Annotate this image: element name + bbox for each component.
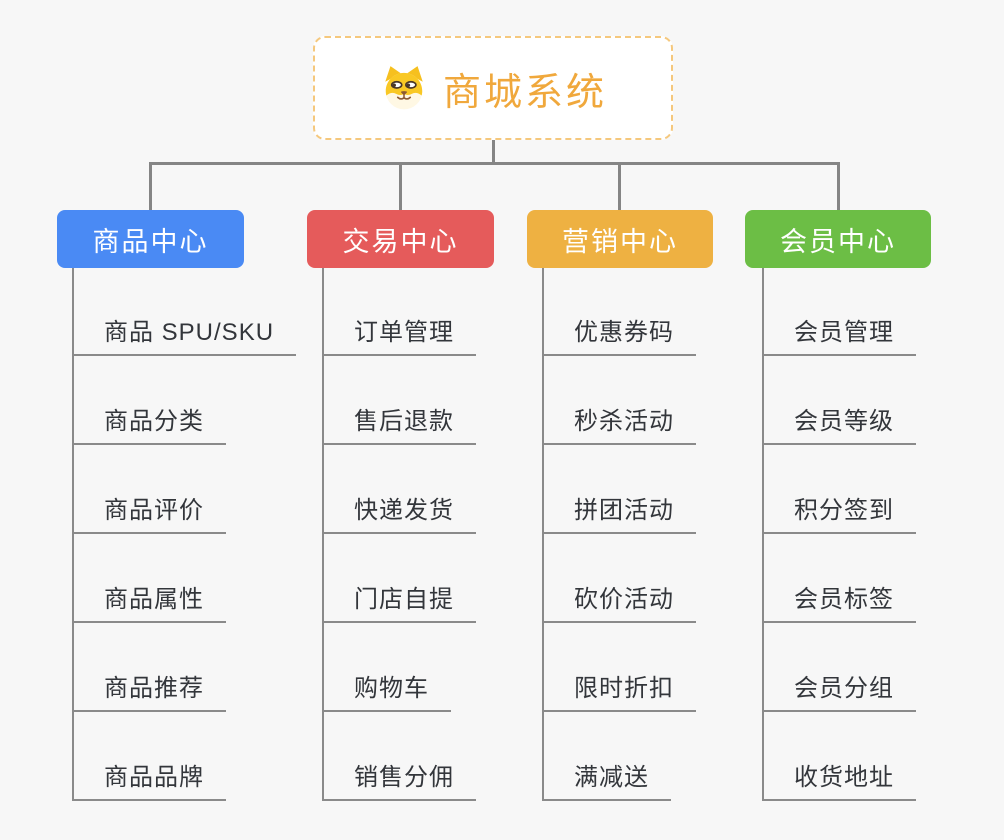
connector-root-vertical bbox=[492, 140, 495, 165]
mindmap-item[interactable]: 商品评价 bbox=[72, 496, 226, 534]
mindmap-item[interactable]: 销售分佣 bbox=[322, 763, 476, 801]
mindmap-item[interactable]: 优惠券码 bbox=[542, 318, 696, 356]
shiba-dog-icon bbox=[385, 66, 423, 110]
mindmap-item[interactable]: 会员管理 bbox=[762, 318, 916, 356]
trunk-line-trade bbox=[322, 268, 324, 801]
mindmap-item[interactable]: 商品品牌 bbox=[72, 763, 226, 801]
mindmap-item[interactable]: 商品推荐 bbox=[72, 674, 226, 712]
mindmap-item[interactable]: 门店自提 bbox=[322, 585, 476, 623]
branch-header-marketing-center[interactable]: 营销中心 bbox=[527, 210, 713, 268]
mindmap-item[interactable]: 订单管理 bbox=[322, 318, 476, 356]
mindmap-item[interactable]: 拼团活动 bbox=[542, 496, 696, 534]
mindmap-item[interactable]: 限时折扣 bbox=[542, 674, 696, 712]
mindmap-item[interactable]: 购物车 bbox=[322, 674, 451, 712]
mindmap-item[interactable]: 会员标签 bbox=[762, 585, 916, 623]
mindmap-item[interactable]: 商品属性 bbox=[72, 585, 226, 623]
mindmap-item[interactable]: 收货地址 bbox=[762, 763, 916, 801]
connector-horizontal-bus bbox=[149, 162, 840, 165]
connector-drop-product bbox=[149, 162, 152, 210]
branch-header-product-center[interactable]: 商品中心 bbox=[57, 210, 244, 268]
branch-header-member-center[interactable]: 会员中心 bbox=[745, 210, 931, 268]
trunk-line-member bbox=[762, 268, 764, 801]
root-title: 商城系统 bbox=[442, 71, 607, 114]
mindmap-item[interactable]: 满减送 bbox=[542, 763, 671, 801]
mindmap-item[interactable]: 售后退款 bbox=[322, 407, 476, 445]
connector-drop-trade bbox=[399, 162, 402, 210]
mindmap-item[interactable]: 会员分组 bbox=[762, 674, 916, 712]
mindmap-item[interactable]: 秒杀活动 bbox=[542, 407, 696, 445]
mindmap-item[interactable]: 砍价活动 bbox=[542, 585, 696, 623]
branch-header-trade-center[interactable]: 交易中心 bbox=[307, 210, 494, 268]
trunk-line-marketing bbox=[542, 268, 544, 801]
connector-drop-marketing bbox=[618, 162, 621, 210]
mindmap-item[interactable]: 商品 SPU/SKU bbox=[72, 318, 297, 356]
trunk-line-product bbox=[72, 268, 74, 801]
mindmap-item[interactable]: 积分签到 bbox=[762, 496, 916, 534]
root-node[interactable]: 商城系统 bbox=[313, 36, 673, 140]
connector-drop-member bbox=[837, 162, 840, 210]
mindmap-item[interactable]: 会员等级 bbox=[762, 407, 916, 445]
mindmap-item[interactable]: 商品分类 bbox=[72, 407, 226, 445]
mindmap-item[interactable]: 快递发货 bbox=[322, 496, 476, 534]
